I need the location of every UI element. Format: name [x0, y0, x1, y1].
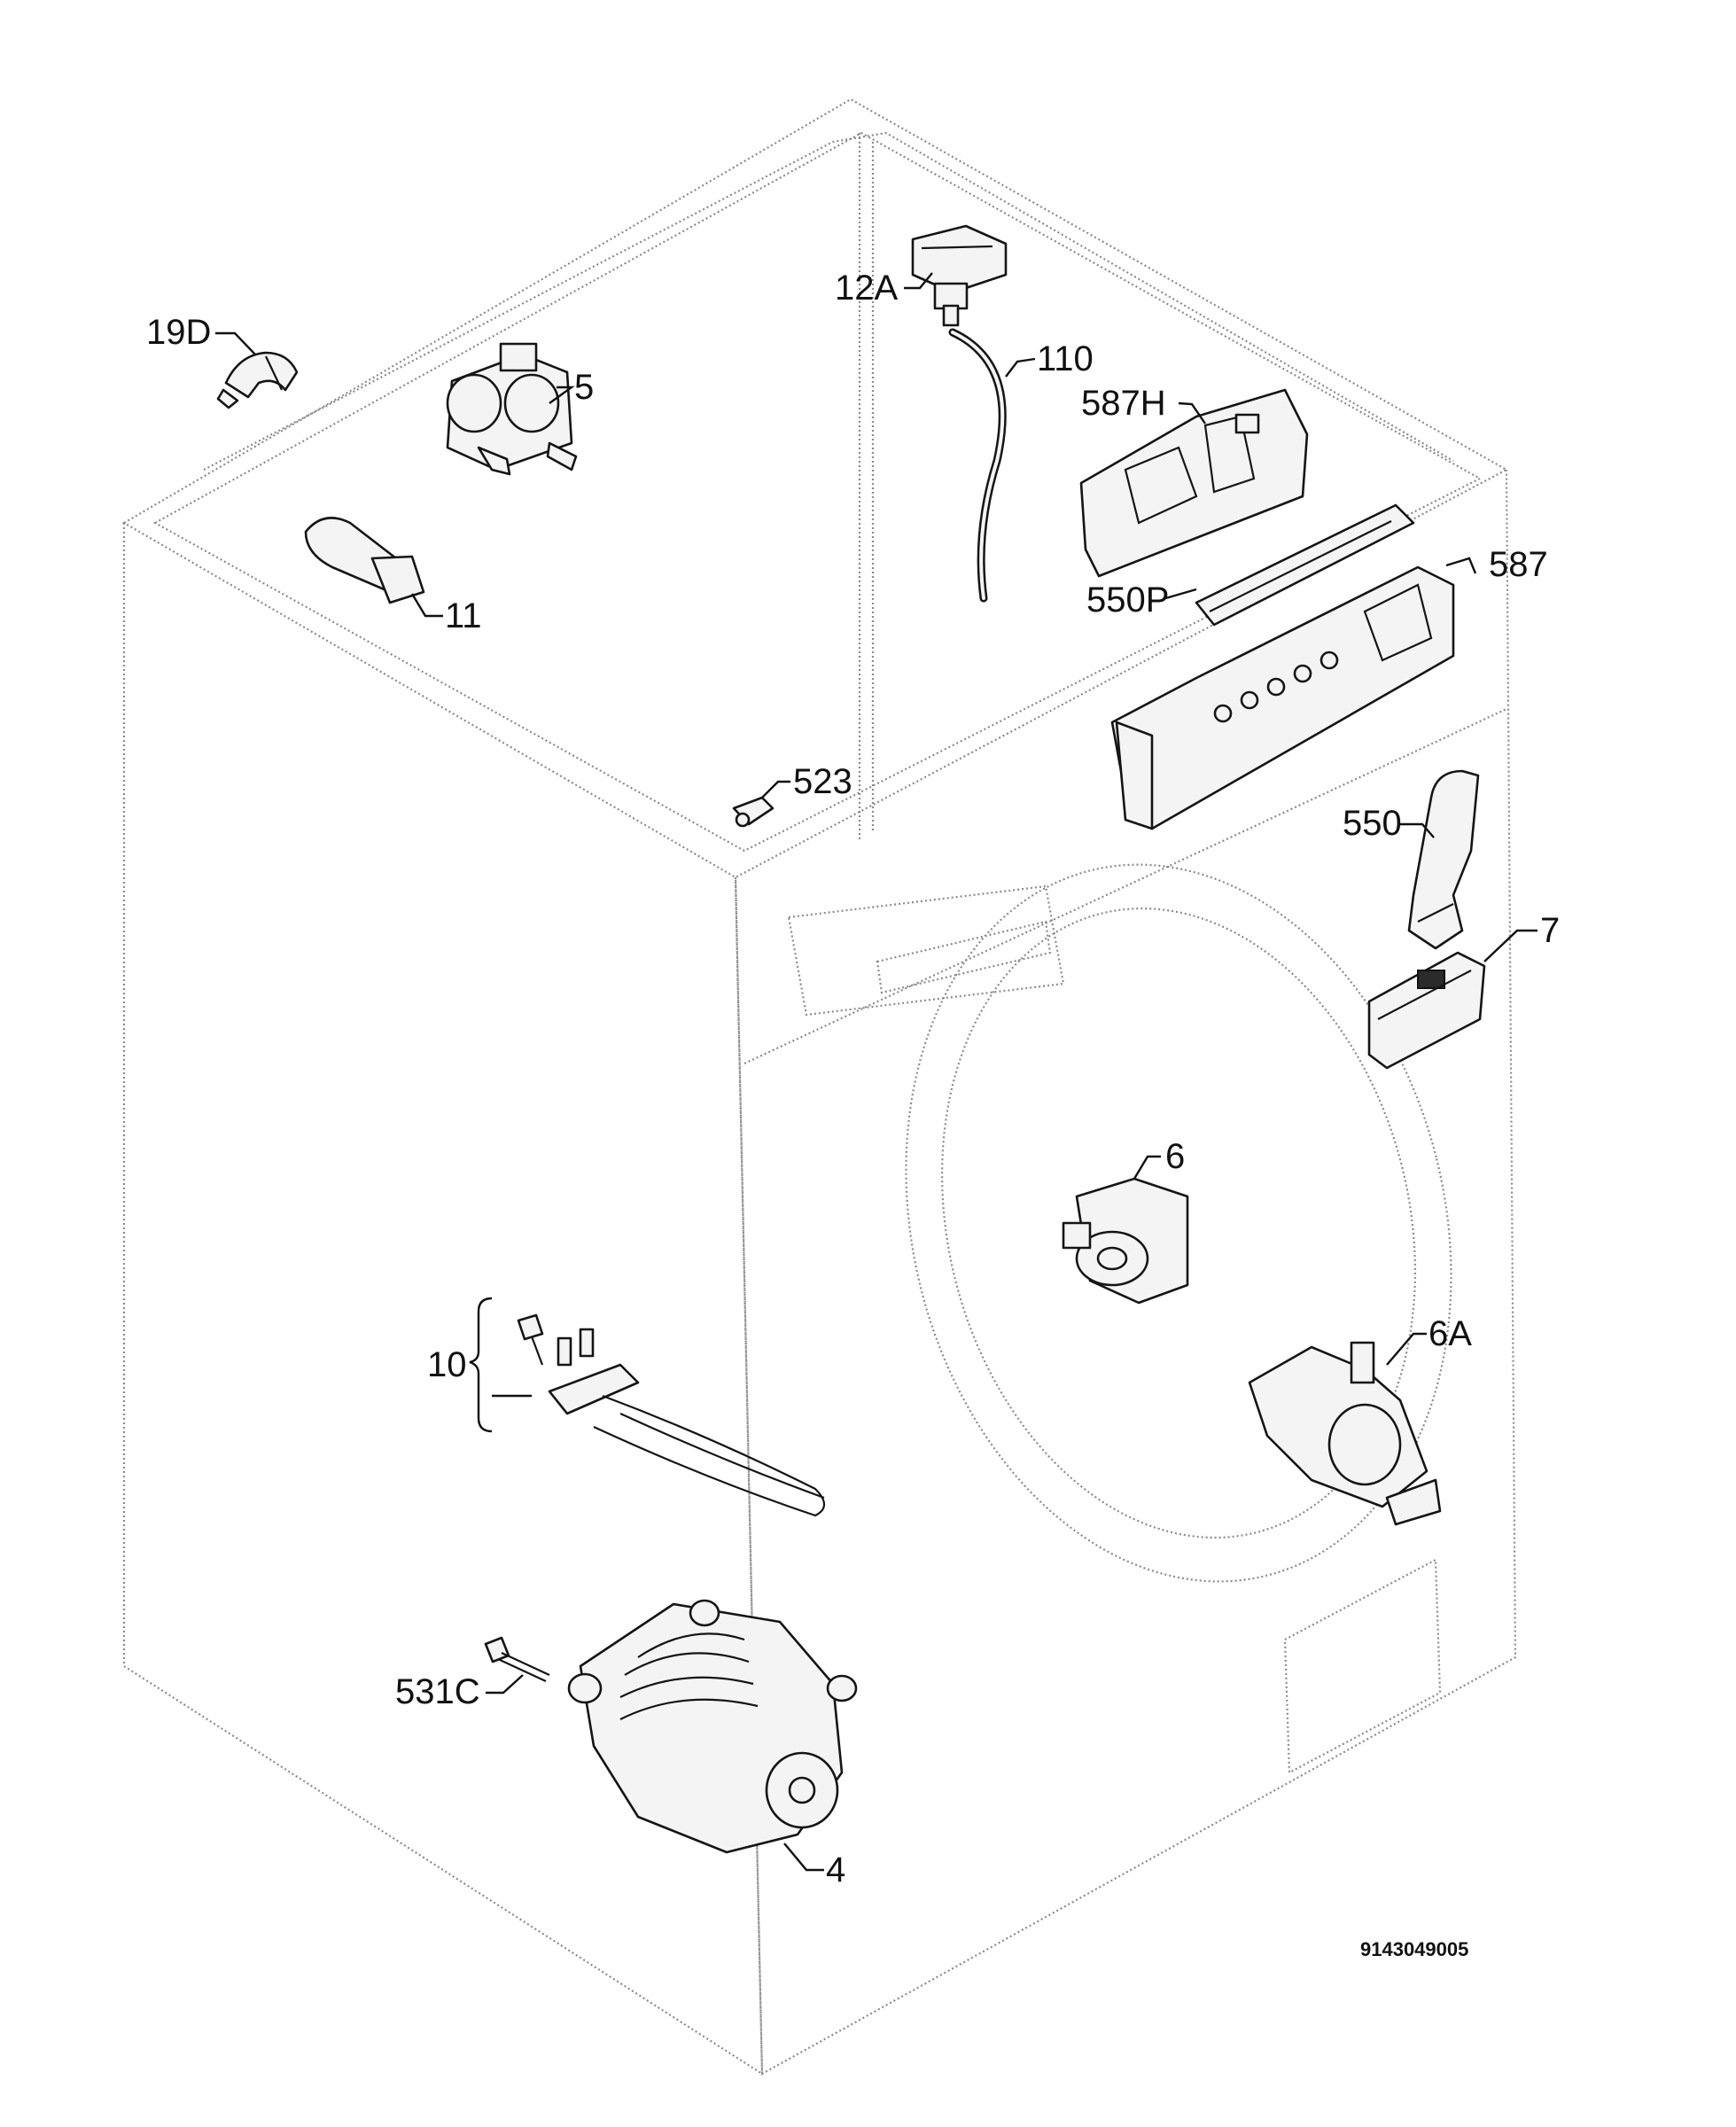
part-11-filter: [304, 517, 425, 604]
label-587: 587: [1489, 545, 1548, 584]
part-5-inlet-valve: [446, 342, 578, 476]
part-587-electronic-module: [1110, 565, 1455, 830]
diagram-code: 9143049005: [1360, 1938, 1468, 1960]
label-12A: 12A: [835, 269, 898, 308]
label-110: 110: [1037, 339, 1094, 378]
part-523-connector: [732, 796, 775, 828]
label-7: 7: [1540, 911, 1560, 950]
part-12A-pressure-switch: [911, 224, 1008, 327]
label-531C: 531C: [395, 1672, 480, 1711]
label-4: 4: [826, 1850, 845, 1889]
bracket-10: [469, 1297, 493, 1433]
label-10: 10: [427, 1345, 467, 1384]
label-6A: 6A: [1429, 1314, 1472, 1353]
part-6A-circulation-pump: [1248, 1341, 1442, 1526]
part-19D-clip: [216, 351, 299, 409]
label-587H: 587H: [1081, 384, 1166, 423]
part-531C-bolt: [484, 1636, 550, 1682]
leader-lines: [215, 272, 1537, 1872]
label-11: 11: [445, 596, 482, 635]
cabinet-outline: [121, 97, 1517, 2076]
label-550P: 550P: [1086, 580, 1169, 619]
part-7-door-interlock: [1367, 951, 1486, 1070]
part-110-hose: [948, 328, 1007, 603]
part-550P-panel-strip: [1195, 503, 1415, 627]
label-6: 6: [1165, 1137, 1185, 1176]
label-19D: 19D: [146, 313, 211, 352]
part-4-motor: [567, 1599, 858, 1854]
part-587H-module-housing: [1079, 388, 1309, 578]
label-550: 550: [1343, 804, 1402, 843]
part-6-drain-pump: [1062, 1177, 1189, 1305]
label-523: 523: [793, 762, 852, 801]
part-550-link-bar: [1407, 769, 1480, 950]
part-10-heater-element: [517, 1313, 826, 1517]
part-labels: 19D 5 11 12A 110 587H 550P 587 523 550 7…: [146, 269, 1560, 1889]
label-5: 5: [574, 368, 594, 407]
